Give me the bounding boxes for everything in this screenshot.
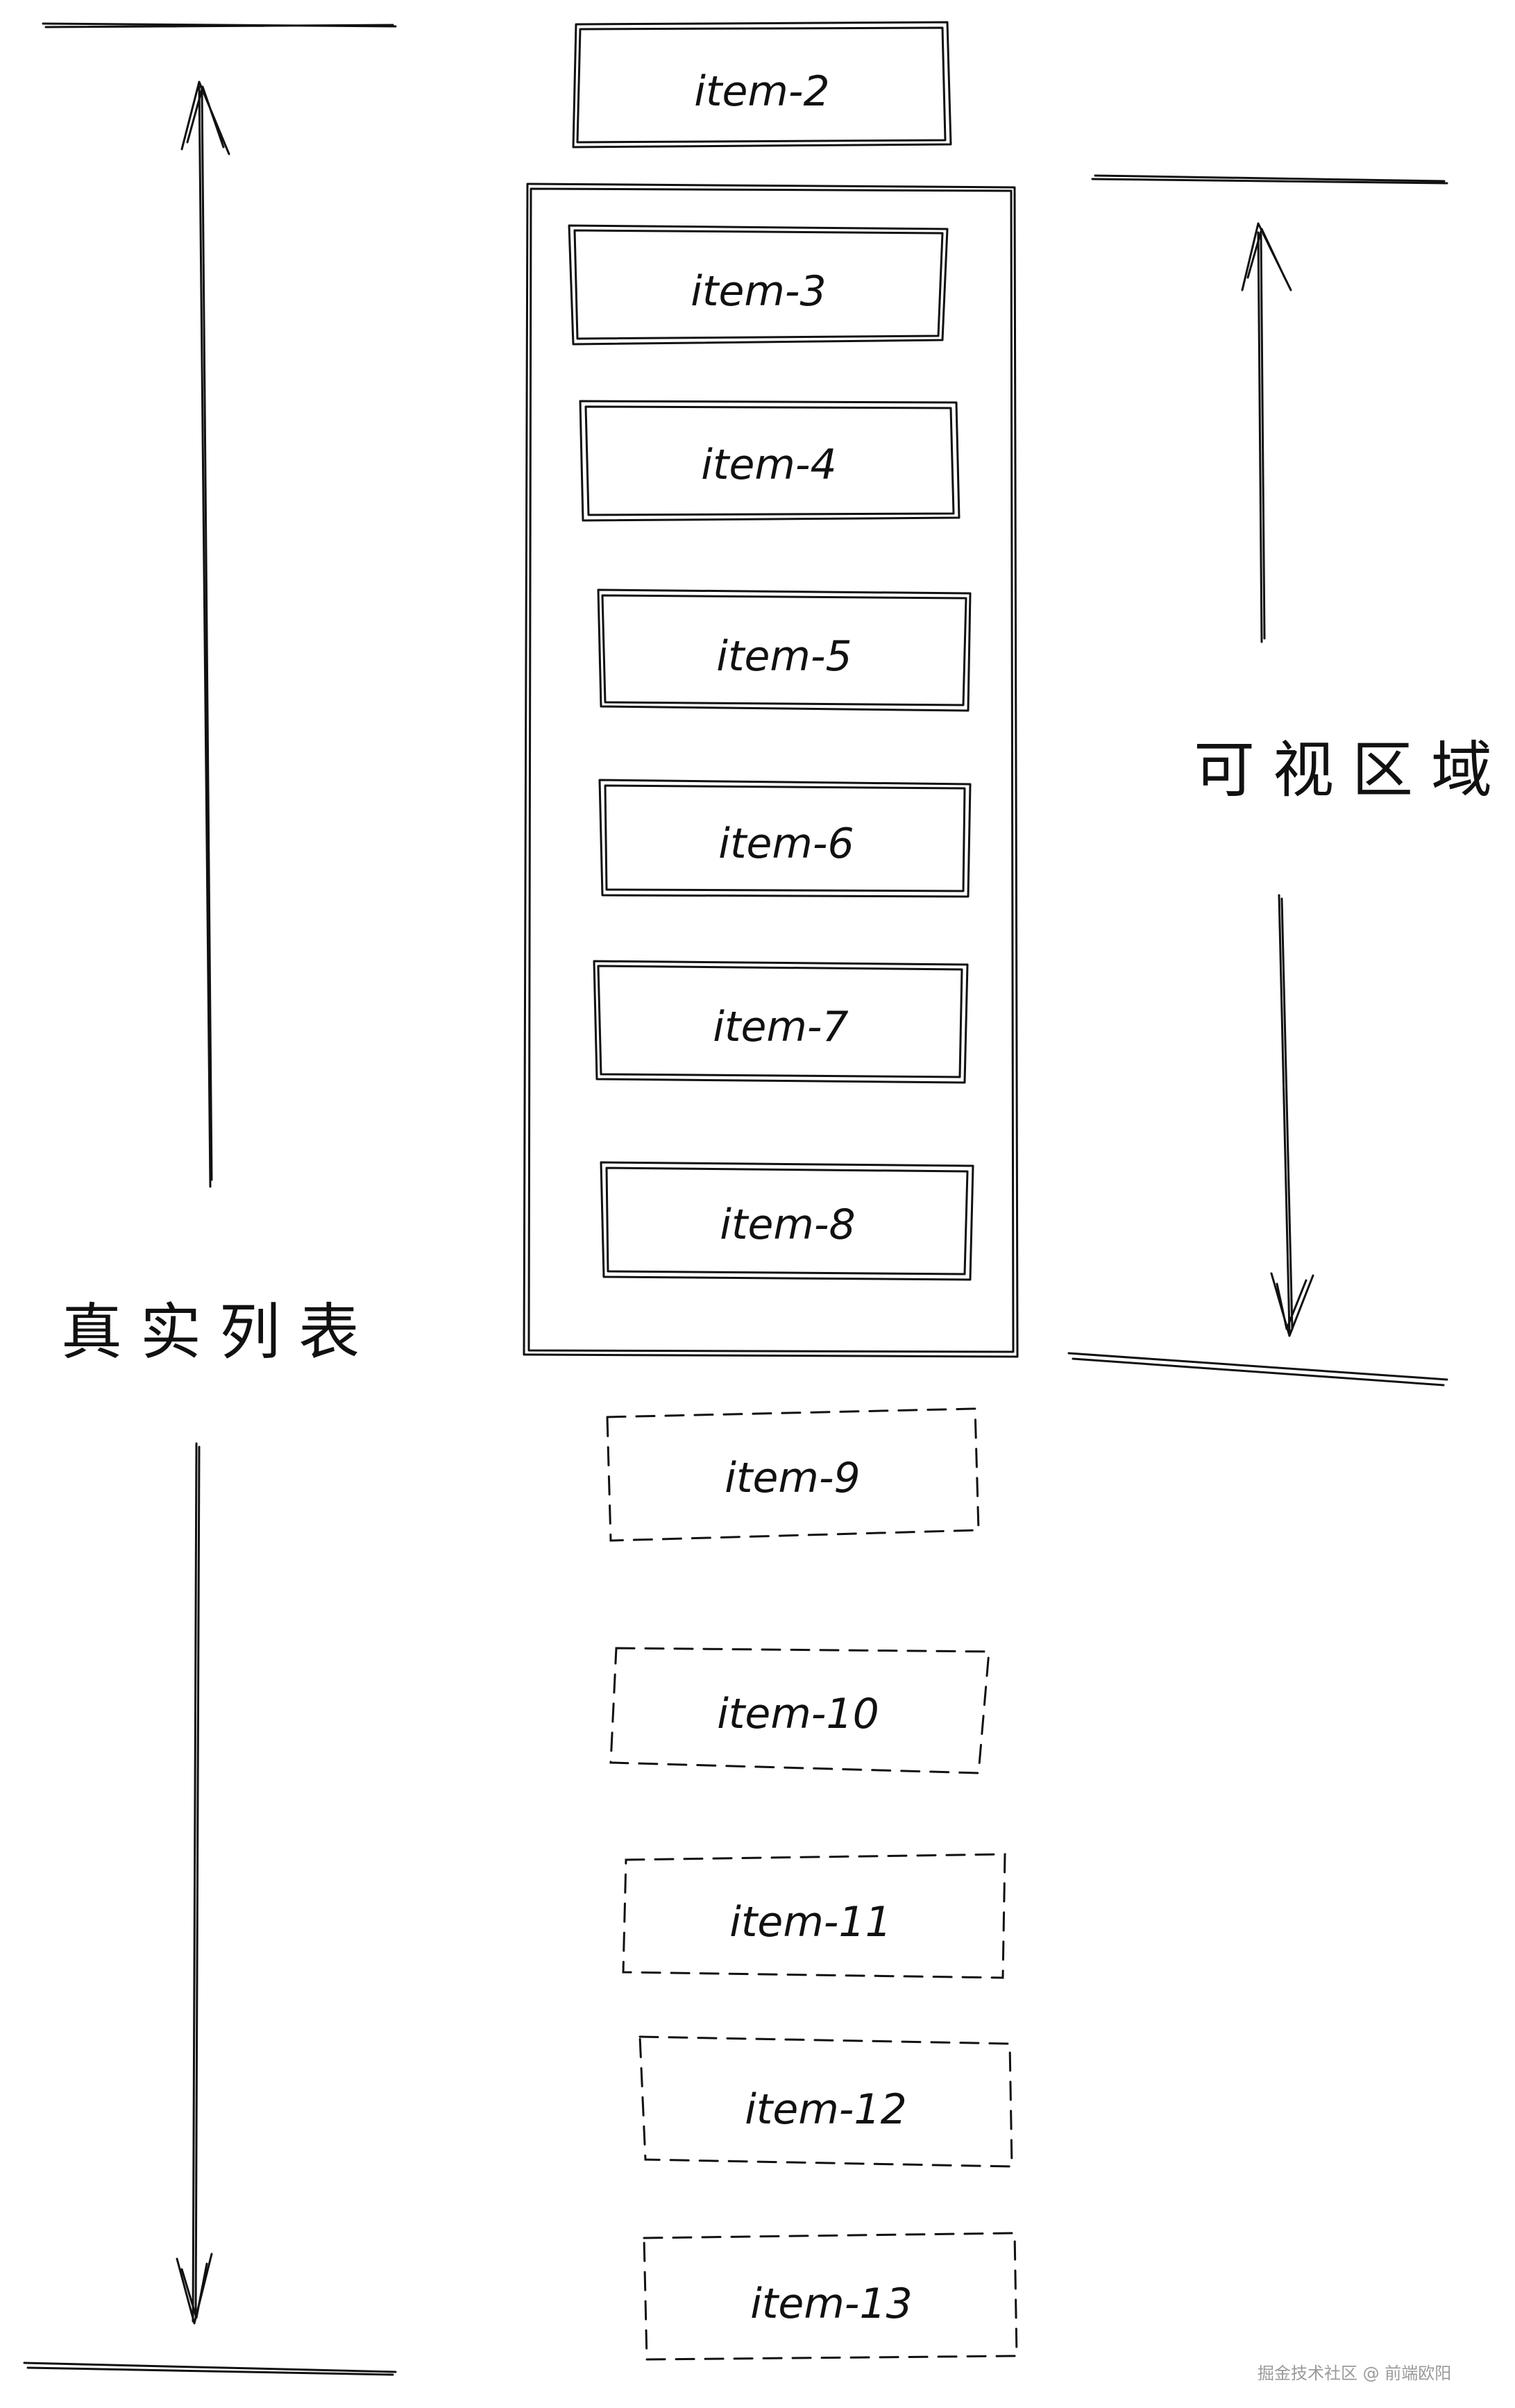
- item-box-2: item-3: [568, 224, 949, 346]
- viewport-frame: [523, 183, 1019, 1358]
- item-box-3: item-4: [579, 400, 960, 522]
- viewport-top-line: [1091, 174, 1448, 185]
- item-label: item-2: [694, 67, 829, 116]
- real-list-upper-arrowhead: [180, 80, 230, 155]
- item-label: item-6: [718, 820, 854, 868]
- watermark: 掘金技术社区 @ 前端欧阳: [1258, 2364, 1451, 2383]
- real-list-bottom-line: [23, 2362, 397, 2376]
- item-box-11: item-12: [638, 2035, 1013, 2168]
- viewport-bottom-line: [1067, 1352, 1448, 1387]
- item-label: item-7: [713, 1003, 848, 1051]
- real-list-lower-arrow: [192, 1442, 201, 2323]
- item-box-1: item-2: [572, 21, 952, 149]
- viewport-upper-arrow: [1257, 231, 1266, 643]
- item-box-7: item-8: [600, 1161, 974, 1281]
- item-box-6: item-7: [593, 960, 969, 1084]
- item-box-5: item-6: [598, 779, 972, 898]
- item-label: item-4: [701, 441, 836, 489]
- item-label: item-5: [716, 632, 852, 681]
- real-list-span: 真实列表: [23, 22, 397, 2376]
- item-label: item-8: [720, 1201, 855, 1249]
- item-box-4: item-5: [597, 588, 972, 712]
- viewport-label: 可视区域: [1194, 734, 1510, 806]
- item-box-8: item-9: [606, 1407, 980, 1542]
- item-label: item-9: [725, 1454, 860, 1502]
- item-box-9: item-10: [609, 1647, 990, 1774]
- item-box-12: item-13: [643, 2232, 1018, 2361]
- viewport-span: 可视区域: [1067, 174, 1510, 1387]
- real-list-label: 真实列表: [61, 1296, 378, 1368]
- item-label: item-13: [750, 2280, 913, 2328]
- item-label: item-12: [745, 2085, 907, 2134]
- viewport-lower-arrowhead: [1270, 1272, 1314, 1337]
- item-label: item-3: [691, 267, 826, 316]
- real-list-upper-arrow: [198, 85, 213, 1188]
- real-list-top-line: [42, 22, 397, 28]
- item-label: item-10: [717, 1690, 879, 1738]
- viewport-lower-arrow: [1278, 894, 1294, 1334]
- viewport-upper-arrowhead: [1241, 222, 1292, 291]
- item-label: item-11: [729, 1898, 892, 1947]
- real-list-lower-arrowhead: [176, 2253, 213, 2325]
- item-box-10: item-11: [622, 1853, 1006, 1979]
